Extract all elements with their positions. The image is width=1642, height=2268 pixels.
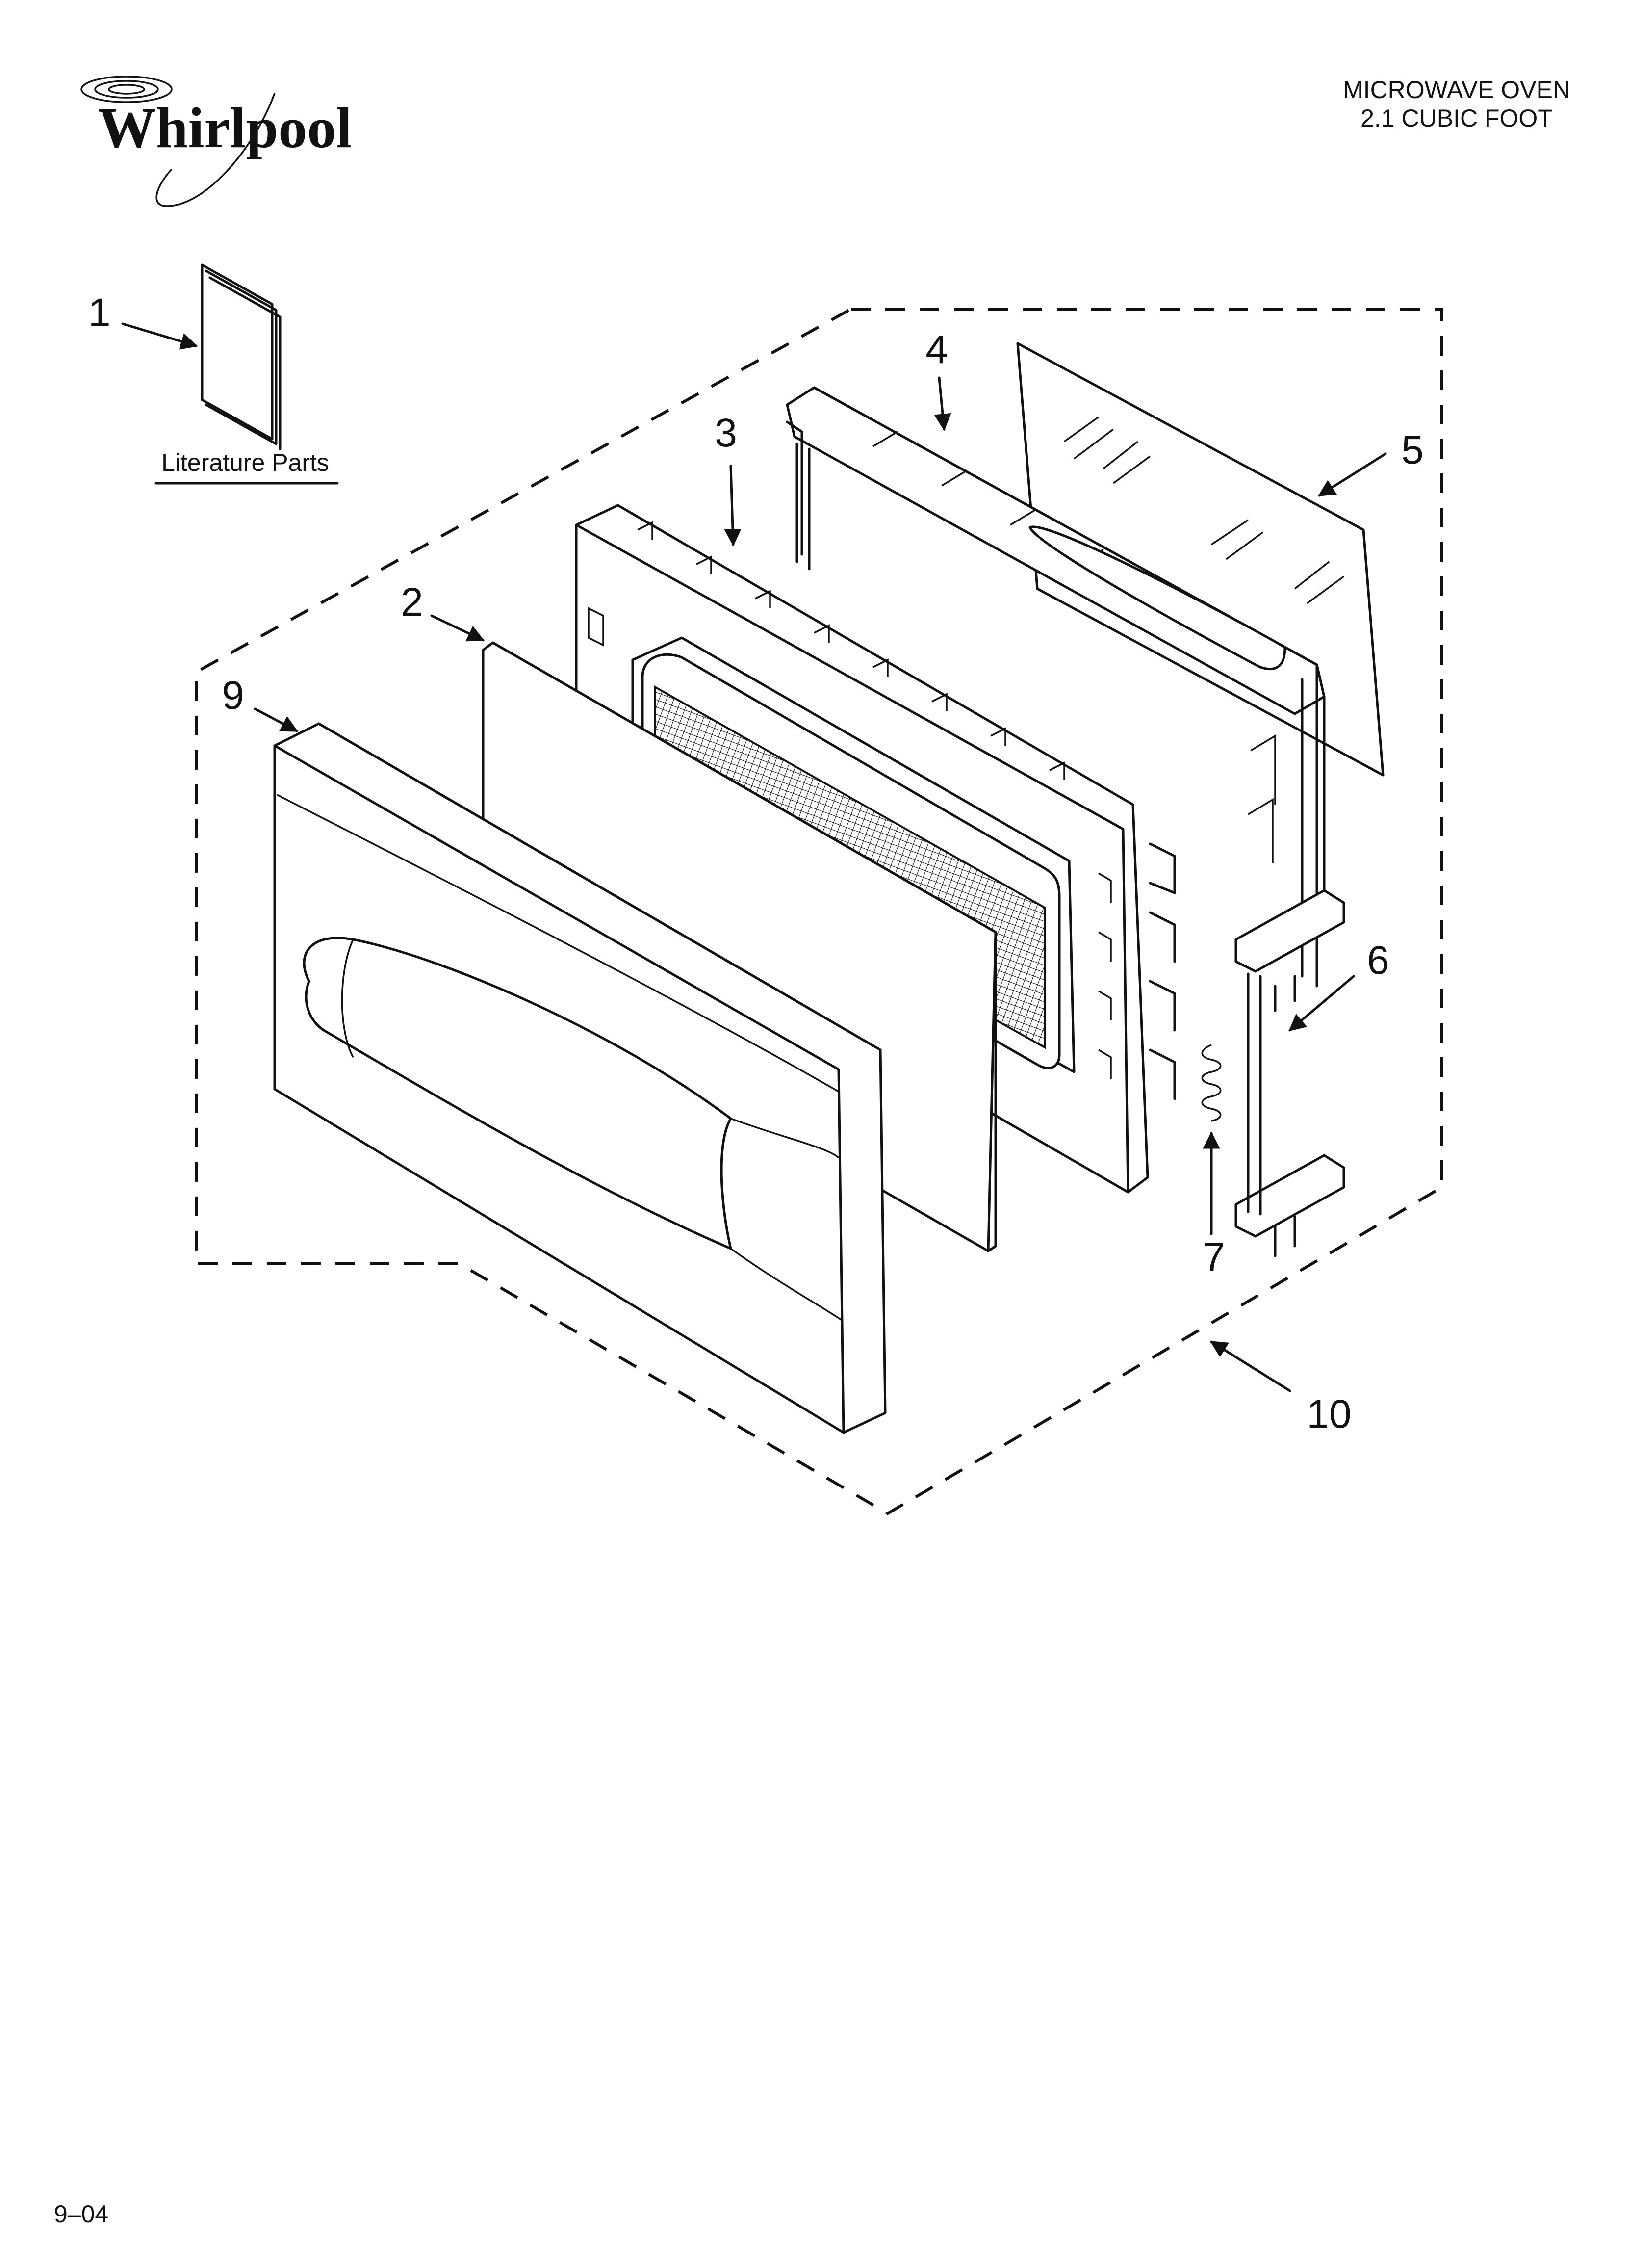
callout-6-arrow bbox=[1288, 975, 1355, 1032]
callout-1-arrow bbox=[121, 322, 198, 350]
callout-5-arrow bbox=[1318, 452, 1387, 497]
callout-1: 1 bbox=[88, 290, 111, 335]
callout-3-arrow bbox=[724, 465, 742, 547]
callout-3: 3 bbox=[715, 411, 737, 455]
callout-5: 5 bbox=[1401, 428, 1424, 472]
callout-9-arrow bbox=[254, 707, 299, 732]
revision-code: 9–04 bbox=[54, 2200, 108, 2228]
brand-logo-text: Whirlpool bbox=[98, 96, 352, 160]
callout-2-arrow bbox=[430, 614, 485, 642]
callout-2: 2 bbox=[401, 580, 423, 625]
callout-4-arrow bbox=[934, 376, 951, 431]
literature-booklet bbox=[201, 263, 282, 450]
callout-7: 7 bbox=[1203, 1235, 1225, 1279]
product-title-line1: MICROWAVE OVEN bbox=[1343, 76, 1570, 104]
swirl-icon bbox=[80, 76, 276, 207]
callout-10-arrow bbox=[1210, 1340, 1291, 1392]
product-title-line2: 2.1 CUBIC FOOT bbox=[1360, 104, 1553, 132]
callout-10: 10 bbox=[1307, 1392, 1351, 1436]
whirlpool-logo: Whirlpool bbox=[80, 76, 352, 207]
door-front-trim bbox=[273, 722, 887, 1434]
door-inner-frame bbox=[786, 386, 1326, 988]
callout-6: 6 bbox=[1367, 938, 1389, 983]
door-latch bbox=[1234, 889, 1345, 1257]
callout-9: 9 bbox=[222, 673, 244, 718]
latch-spring bbox=[1201, 1044, 1222, 1122]
callout-4: 4 bbox=[925, 327, 948, 372]
literature-parts-label: Literature Parts bbox=[161, 449, 329, 476]
door-assembly-boundary bbox=[195, 308, 1443, 1515]
